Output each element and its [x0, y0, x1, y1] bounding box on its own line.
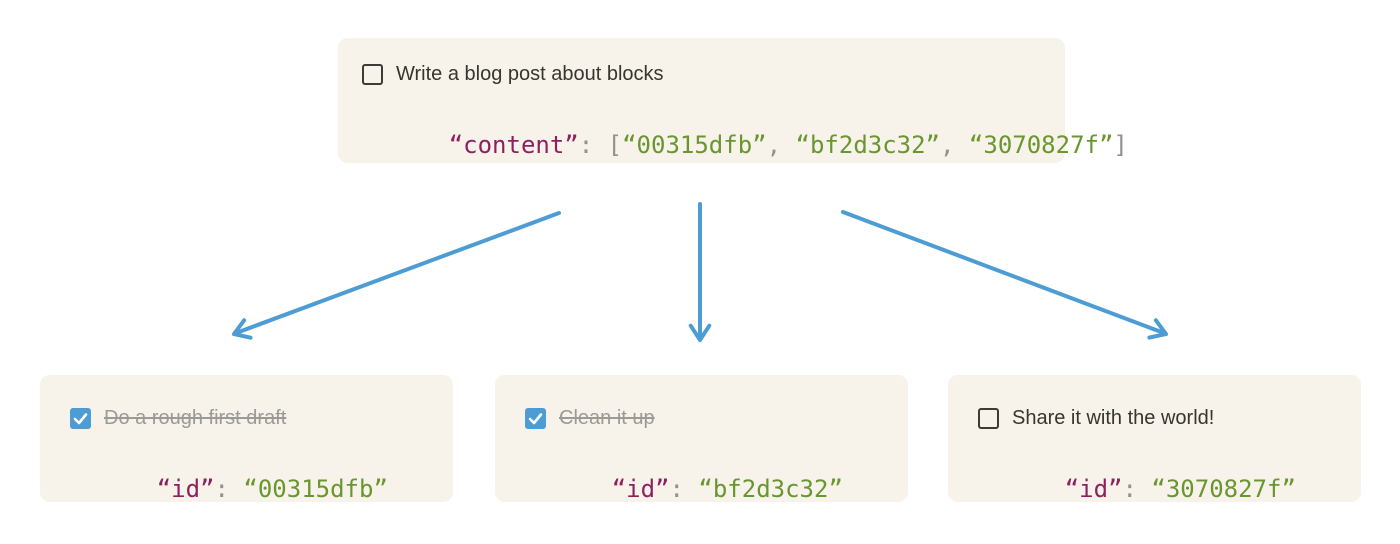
arrow-to-child-2 [688, 202, 712, 342]
code-colon: : [1122, 475, 1152, 503]
code-line-content: “content”: [“00315dfb”, “bf2d3c32”, “307… [362, 100, 1128, 190]
todo-label: Share it with the world! [1012, 407, 1215, 429]
code-colon: : [669, 475, 699, 503]
todo-label: Do a rough first draft [104, 407, 287, 429]
arrow-to-child-3 [841, 210, 1168, 340]
todo-row: Write a blog post about blocks [362, 62, 1041, 86]
code-comma-1: , [766, 131, 796, 159]
todo-checkbox-checked[interactable] [70, 407, 91, 429]
code-key: “content” [448, 131, 579, 159]
code-bracket-close: ] [1113, 131, 1128, 159]
todo-label: Write a blog post about blocks [396, 63, 664, 85]
code-value-3: “3070827f” [968, 131, 1114, 159]
code-key: “id” [156, 475, 215, 503]
arrow-to-child-1 [232, 211, 561, 340]
todo-checkbox-unchecked[interactable] [362, 63, 383, 85]
child-block-card-1: Do a rough first draft “id”: “00315dfb” [40, 375, 453, 503]
todo-checkbox-checked[interactable] [525, 407, 546, 429]
code-comma-2: , [940, 131, 969, 159]
code-colon: : [214, 475, 244, 503]
code-value: “3070827f” [1151, 475, 1296, 503]
checkmark-icon [73, 412, 88, 424]
todo-row: Clean it up [525, 406, 878, 430]
code-colon: : [578, 131, 608, 159]
checkmark-icon [528, 412, 543, 424]
child-block-card-2: Clean it up “id”: “bf2d3c32” [495, 375, 908, 503]
todo-row: Share it with the world! [978, 406, 1331, 430]
code-value-2: “bf2d3c32” [795, 131, 941, 159]
code-key: “id” [611, 475, 670, 503]
code-value: “bf2d3c32” [698, 475, 843, 503]
parent-block-card: Write a blog post about blocks “content”… [338, 38, 1128, 163]
code-line-id: “id”: “3070827f” [978, 444, 1331, 534]
code-line-id: “id”: “00315dfb” [70, 444, 423, 534]
code-bracket-open: [ [607, 131, 623, 159]
todo-label: Clean it up [559, 407, 655, 429]
child-block-card-3: Share it with the world! “id”: “3070827f… [948, 375, 1361, 503]
code-value: “00315dfb” [243, 475, 388, 503]
todo-checkbox-unchecked[interactable] [978, 407, 999, 429]
code-key: “id” [1064, 475, 1123, 503]
code-value-1: “00315dfb” [622, 131, 767, 159]
todo-row: Do a rough first draft [70, 406, 423, 430]
code-line-id: “id”: “bf2d3c32” [525, 444, 878, 534]
